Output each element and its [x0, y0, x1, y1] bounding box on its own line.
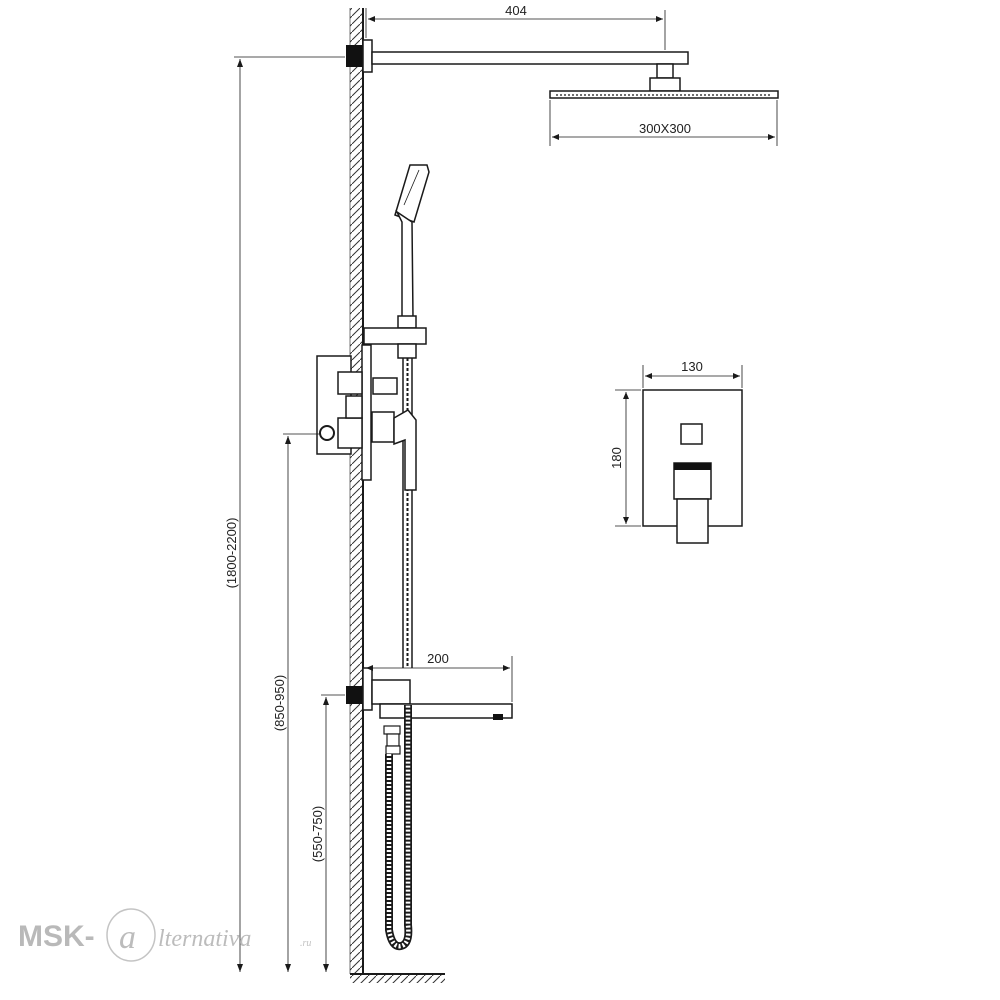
dimension-overhead-height: (1800-2200)	[224, 56, 345, 972]
panel-height-label: 180	[609, 447, 624, 469]
dimension-arm-length: 404	[365, 3, 666, 50]
dimension-spout-length: 200	[366, 651, 513, 702]
mixer-height-label: (850-950)	[272, 675, 287, 731]
concealed-mixer	[316, 344, 417, 491]
head-size-label: 300X300	[639, 121, 691, 136]
dimension-mixer-height: (850-950)	[272, 433, 320, 972]
dimension-head-size: 300X300	[549, 100, 778, 146]
overhead-shower	[346, 39, 779, 99]
dimension-spout-height: (550-750)	[310, 694, 345, 972]
wall	[349, 8, 364, 974]
mixer-panel-front-view	[642, 389, 743, 544]
svg-text:a: a	[119, 919, 136, 956]
bath-spout	[346, 667, 513, 755]
floor	[350, 973, 445, 983]
watermark-domain: .ru	[300, 938, 311, 949]
spout-height-label: (550-750)	[310, 806, 325, 862]
spout-length-label: 200	[427, 651, 449, 666]
shower-hose	[385, 705, 413, 951]
watermark-brand-left: MSK-	[18, 920, 95, 953]
panel-width-label: 130	[681, 359, 703, 374]
hand-shower	[363, 164, 430, 359]
dimension-panel-height: 180	[609, 389, 641, 527]
dimension-panel-width: 130	[642, 359, 743, 388]
arm-length-label: 404	[505, 3, 527, 18]
watermark-brand-right: lternativa	[158, 926, 251, 952]
slide-rail	[402, 358, 413, 668]
overhead-height-label: (1800-2200)	[224, 518, 239, 589]
watermark-logo: MSK- a lternativa .ru	[18, 908, 311, 962]
